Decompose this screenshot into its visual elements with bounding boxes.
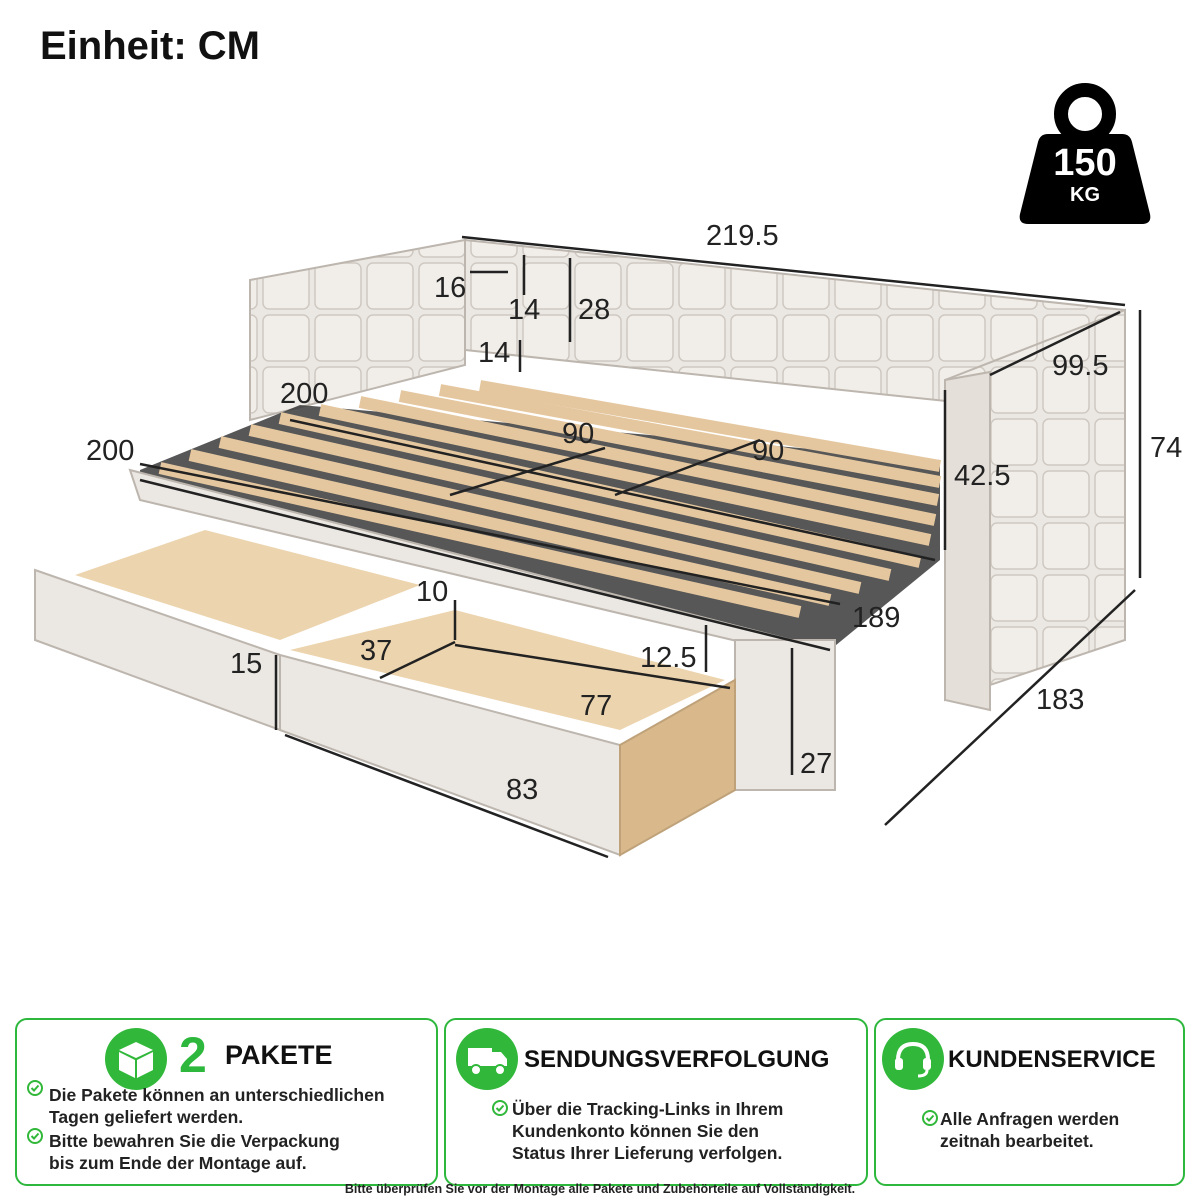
card-customer-service: KUNDENSERVICE Alle Anfragen werden zeitn… <box>874 1018 1185 1186</box>
packages-bullet-1: Die Pakete können an unterschiedlichen T… <box>49 1085 385 1127</box>
delivery-truck-icon <box>456 1028 518 1090</box>
unit-title: Einheit: CM <box>40 24 260 68</box>
packages-count: 2 <box>179 1027 207 1083</box>
dim-drawer-inner-height: 12.5 <box>640 642 697 674</box>
tracking-heading: SENDUNGSVERFOLGUNG <box>524 1046 830 1073</box>
dim-trundle-length: 189 <box>852 602 901 634</box>
check-icon <box>27 1080 43 1096</box>
info-cards: 2 PAKETE Die Pakete können an unterschie… <box>15 1018 1185 1186</box>
dim-upper-length: 200 <box>280 378 329 410</box>
check-icon <box>492 1100 508 1116</box>
drawer-right-inside <box>290 610 725 730</box>
slats <box>158 380 942 618</box>
daybed-illustration <box>34 235 1142 859</box>
dim-drawer-depth: 37 <box>360 635 393 667</box>
card-packages: 2 PAKETE Die Pakete können an unterschie… <box>15 1018 438 1186</box>
package-icon <box>105 1028 167 1090</box>
service-heading: KUNDENSERVICE <box>948 1046 1156 1073</box>
dim-total-height: 74 <box>1150 432 1183 464</box>
dim-extended-depth: 183 <box>1036 684 1085 716</box>
dim-side-depth: 99.5 <box>1052 350 1109 382</box>
dim-drawer-front-height: 15 <box>230 648 263 680</box>
dim-lower-length: 200 <box>86 435 135 467</box>
footer-note: Bitte überprüfen Sie vor der Montage all… <box>344 1182 856 1196</box>
weight-capacity-badge: 150 KG <box>1018 82 1152 226</box>
packages-heading: PAKETE <box>225 1040 333 1070</box>
dim-drawer-length: 83 <box>506 774 539 806</box>
dim-trundle-height: 27 <box>800 748 833 780</box>
headset-icon <box>882 1028 944 1090</box>
card-tracking: SENDUNGSVERFOLGUNG Über die Tracking-Lin… <box>444 1018 868 1186</box>
weight-unit: KG <box>1070 184 1100 206</box>
drawer-left-inside <box>75 530 420 640</box>
dim-upper-width: 90 <box>562 418 595 450</box>
dim-slat-gap: 14 <box>478 337 511 369</box>
dim-lower-width: 90 <box>752 435 785 467</box>
check-icon <box>27 1128 43 1144</box>
weight-icon <box>1019 83 1151 224</box>
dim-side-height: 42.5 <box>954 460 1011 492</box>
dim-backrest-height: 28 <box>578 294 611 326</box>
dim-total-length: 219.5 <box>706 220 779 252</box>
left-armrest <box>249 238 466 422</box>
dim-backrest-tuft: 14 <box>508 294 541 326</box>
weight-value: 150 <box>1053 142 1117 184</box>
service-bullet-1: Alle Anfragen werden zeitnah bearbeitet. <box>940 1109 1120 1151</box>
dim-drawer-divider: 10 <box>416 576 449 608</box>
dim-drawer-inner-length: 77 <box>580 690 613 722</box>
packages-bullet-2: Bitte bewahren Sie die Verpackung bis zu… <box>49 1131 340 1173</box>
tracking-bullet-1: Über die Tracking-Links in Ihrem Kundenk… <box>512 1099 784 1163</box>
dim-armrest-width: 16 <box>434 272 467 304</box>
check-icon <box>922 1110 938 1126</box>
